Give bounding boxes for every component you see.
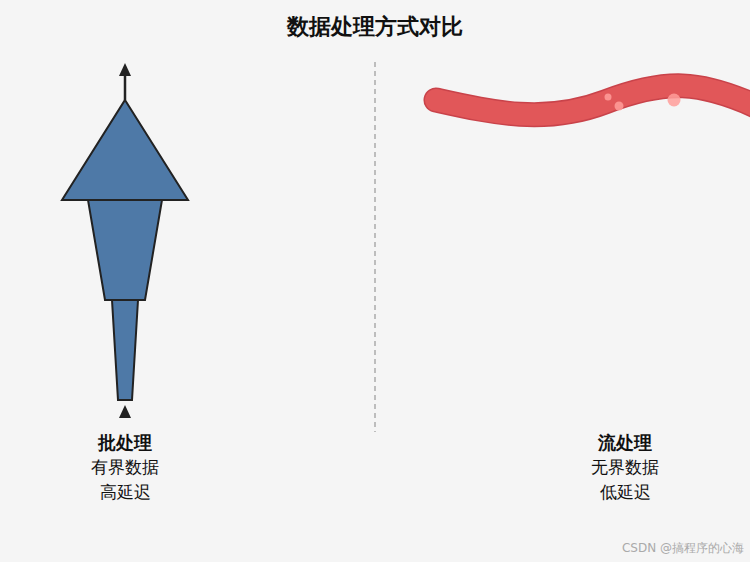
watermark: CSDN @搞程序的心海	[622, 540, 744, 557]
caption-text: 有界数据	[91, 455, 159, 480]
diagram-title: 数据处理方式对比	[0, 12, 750, 42]
caption-heading: 批处理	[91, 430, 159, 455]
stream-shape	[436, 86, 750, 115]
caption-text: 高延迟	[91, 480, 159, 505]
caption-block: 批处理有界数据高延迟	[91, 430, 159, 505]
caption-text: 低延迟	[591, 480, 659, 505]
caption-heading: 流处理	[591, 430, 659, 455]
divider-line	[374, 62, 376, 432]
caption-block: 流处理无界数据低延迟	[591, 430, 659, 505]
caption-text: 无界数据	[591, 455, 659, 480]
batch-shape	[62, 63, 188, 418]
